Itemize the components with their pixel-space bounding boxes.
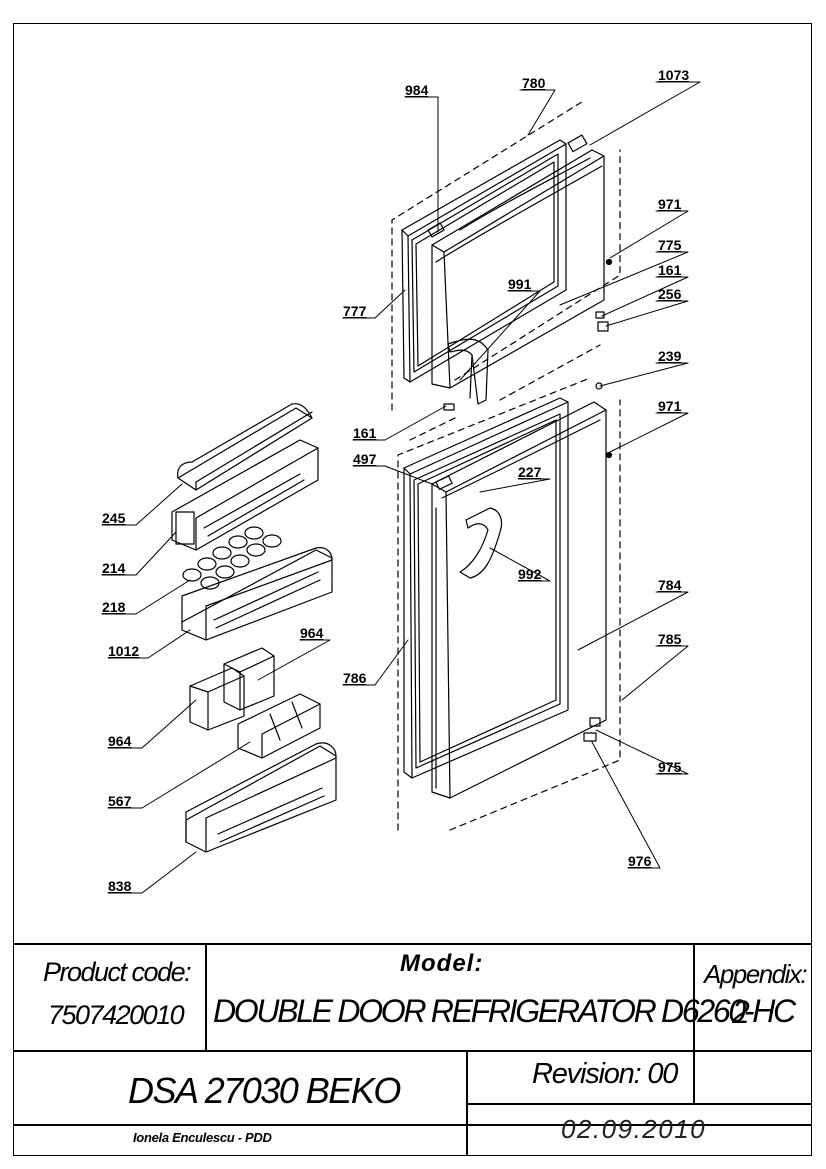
freezer-gasket [401,139,567,383]
product-code-value: 7507420010 [48,1000,185,1030]
door-shelf-upper [181,547,333,641]
callout-1073: 1073 [658,67,689,83]
egg-tray [182,526,282,590]
callout-964-upper: 964 [300,625,324,641]
freezer-door-panel [427,149,605,389]
callout-971-upper: 971 [658,196,682,212]
dairy-compartment-cover [177,403,313,491]
callout-567: 567 [108,793,132,809]
callout-976: 976 [628,853,652,869]
freezer-handle [447,338,489,405]
door-shelf-lower [185,742,337,853]
callout-497: 497 [353,451,377,467]
freezer-door-assembly [391,99,621,441]
callout-777: 777 [343,303,367,319]
revision: Revision: 00 [532,1058,678,1090]
callout-218: 218 [102,599,126,615]
fridge-door-assembly [397,377,621,831]
small-bins [189,647,275,731]
callout-991: 991 [508,276,532,292]
fridge-gasket [403,397,569,779]
model-value: DOUBLE DOOR REFRIGERATOR D6260-HC [213,993,796,1029]
leader-lines [101,81,701,894]
callout-971-lower: 971 [658,398,682,414]
callout-786: 786 [343,670,367,686]
sheet-border [13,23,812,1156]
callout-245: 245 [102,510,126,526]
callout-labels: 984 780 1073 971 775 161 256 991 777 239… [102,67,689,894]
callout-780: 780 [522,75,546,91]
fridge-handle [459,507,503,579]
callout-975: 975 [658,759,682,775]
product-code-label: Product code: [43,957,192,987]
callout-256: 256 [658,286,682,302]
callout-161-lower: 161 [353,425,377,441]
callout-784: 784 [658,577,682,593]
document-code: DSA 27030 BEKO [128,1070,401,1111]
callout-239: 239 [658,348,682,364]
door-shelves [171,403,337,853]
callout-984: 984 [405,82,429,98]
callout-214: 214 [102,560,126,576]
callout-992: 992 [518,566,542,582]
callout-1012: 1012 [108,643,139,659]
author: Ionela Enculescu - PDD [133,1130,272,1145]
callout-161-upper: 161 [658,262,682,278]
callout-785: 785 [658,631,682,647]
callout-775: 775 [658,237,682,253]
callout-838: 838 [108,878,132,894]
appendix-label: Appendix: [704,959,808,989]
bottle-holder [237,693,321,759]
model-label: Model: [400,950,484,977]
fridge-door-panel [431,401,607,799]
dairy-tray [171,439,319,551]
date: 02.09.2010 [561,1114,707,1144]
callout-227: 227 [518,464,542,480]
appendix-value: 2 [732,994,750,1030]
callout-964-lower: 964 [108,733,132,749]
